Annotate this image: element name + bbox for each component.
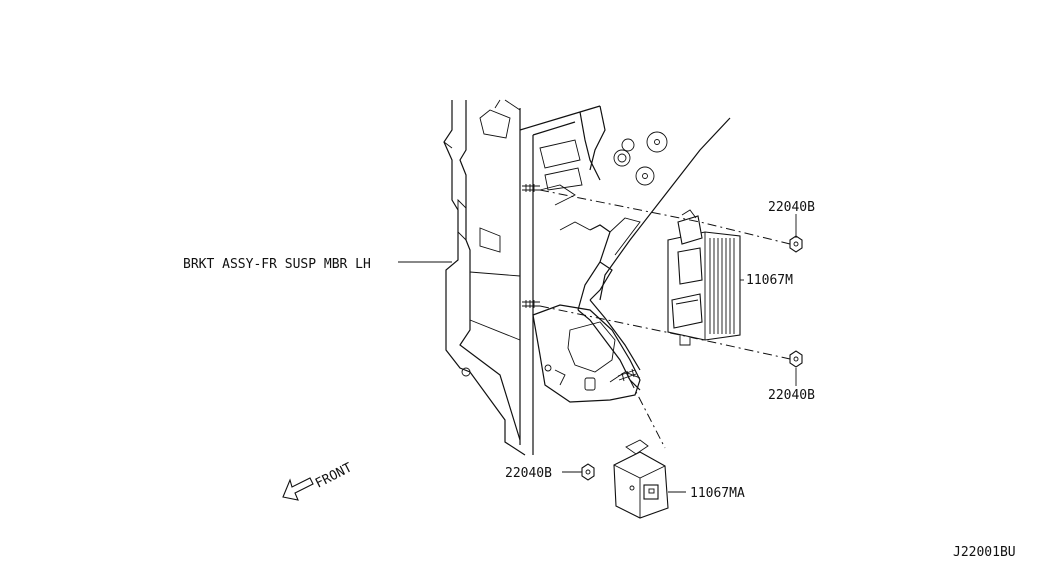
label-front: FRONT [313,460,355,491]
leader-lines [398,214,797,493]
label-brkt-assy: BRKT ASSY-FR SUSP MBR LH [183,257,371,272]
label-22040b-mid: 22040B [768,388,815,403]
nut-22040b-bottom-icon [581,463,595,481]
label-22040b-top: 22040B [768,200,815,215]
body-structure-drawing [443,99,731,456]
label-11067ma: 11067MA [690,486,745,501]
nut-22040b-mid-icon [789,350,803,368]
front-direction-arrow-icon [282,477,314,501]
label-11067m: 11067M [746,273,793,288]
label-22040b-bottom: 22040B [505,466,552,481]
assembly-centerlines [539,189,791,449]
module-11067m-drawing [667,209,741,346]
module-11067ma-drawing [613,439,669,519]
nut-22040b-top-icon [789,235,803,253]
diagram-id: J22001BU [953,545,1016,560]
